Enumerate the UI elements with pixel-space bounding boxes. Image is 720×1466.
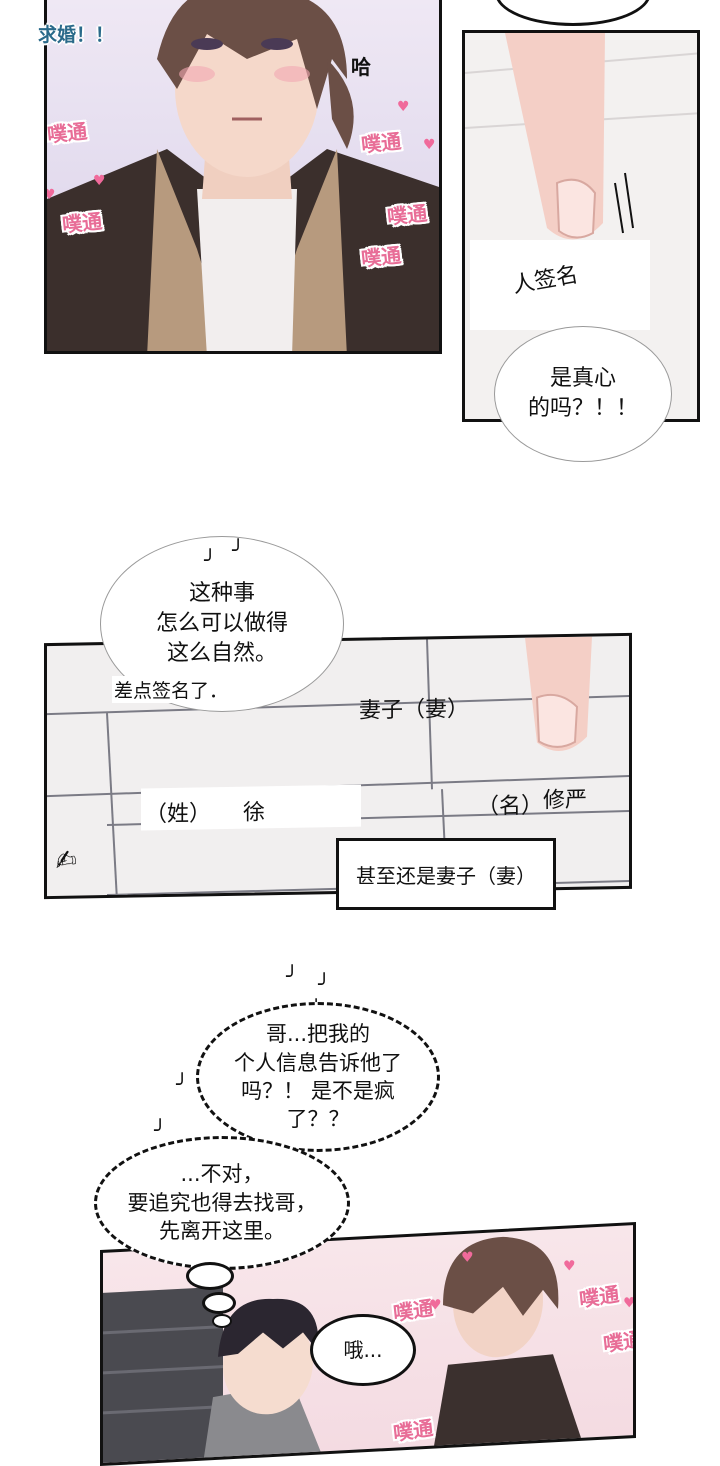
tick-mark: ╯ bbox=[154, 1118, 167, 1142]
panel-finger-signature bbox=[462, 30, 700, 422]
field-surname-value: 徐 bbox=[243, 800, 266, 826]
tick-mark: ╯ bbox=[318, 972, 331, 996]
bubble-info-line2: 个人信息告诉他了 bbox=[234, 1050, 402, 1075]
thought-natural-line3: 这么自然。 bbox=[166, 640, 277, 666]
bubble-sincere-line1: 是真心 bbox=[549, 366, 616, 392]
thought-natural-line1: 这种事 bbox=[188, 581, 255, 607]
sfx-thump-2: 噗通 bbox=[61, 208, 104, 238]
man-illustration bbox=[47, 0, 439, 351]
heart-icon: ♥ bbox=[93, 173, 106, 189]
tick-mark: ╯ bbox=[204, 548, 217, 572]
panel-man-closeup: 噗通 噗通 噗通 噗通 噗通 哈 ♥ ♥ ♥ ♥ bbox=[44, 0, 442, 354]
caption-proposal: 求婚！！ bbox=[38, 24, 115, 46]
panel-two-characters: 噗通 噗通 噗通 噗通 ♥ ♥ ♥ ♥ bbox=[100, 1221, 636, 1466]
panel-form: 妻子（妻） （姓） 徐 （名） 修严 ✍ bbox=[44, 632, 632, 900]
sfx-ha: 哈 bbox=[351, 55, 371, 79]
thought-dot-2 bbox=[202, 1292, 236, 1314]
heart-icon: ♥ bbox=[44, 187, 56, 203]
sfx-thump-3: 噗通 bbox=[360, 128, 403, 158]
sfx-thump-5: 噗通 bbox=[360, 242, 403, 272]
caption-even-wife: 甚至还是妻子（妻） bbox=[336, 838, 556, 910]
sfx-thump-1: 噗通 bbox=[46, 118, 89, 148]
heart-icon: ♥ bbox=[563, 1258, 576, 1275]
bubble-wrong-line3: 先离开这里。 bbox=[159, 1219, 285, 1244]
caption-almost-signed: 差点签名了． bbox=[112, 676, 231, 703]
heart-icon: ♥ bbox=[423, 137, 436, 153]
bubble-info-line4: 了？？ bbox=[286, 1107, 350, 1132]
bubble-info-line1: 哥...把我的 bbox=[265, 1022, 371, 1047]
sfx-thump-6: 噗通 bbox=[392, 1295, 435, 1326]
field-surname-label: （姓） bbox=[145, 801, 212, 828]
bubble-fragment bbox=[495, 0, 651, 26]
finger-illustration bbox=[465, 33, 697, 240]
heart-icon: ♥ bbox=[461, 1249, 474, 1267]
tick-mark: ╯ bbox=[176, 1072, 189, 1096]
field-given-value: 修严 bbox=[543, 787, 588, 814]
heart-icon: ♥ bbox=[397, 99, 410, 115]
field-wife-label: 妻子（妻） bbox=[359, 696, 470, 724]
bubble-oh: 哦... bbox=[310, 1314, 416, 1386]
bubble-wrong-line1: ...不对， bbox=[180, 1162, 264, 1187]
sfx-thump-4: 噗通 bbox=[386, 200, 429, 230]
sfx-thump-8: 噗通 bbox=[602, 1326, 636, 1357]
label-bg bbox=[470, 240, 650, 330]
characters-illustration bbox=[103, 1236, 583, 1466]
tick-mark: ╯ bbox=[286, 964, 299, 988]
bubble-sincere: 是真心 的吗？！！ bbox=[498, 330, 668, 458]
field-given-label: （名） bbox=[477, 793, 544, 820]
bubble-info-line3: 吗？！ 是不是疯 bbox=[241, 1079, 395, 1103]
signature-scribble: ✍ bbox=[53, 844, 79, 878]
heart-icon: ♥ bbox=[429, 1297, 442, 1314]
sfx-thump-9: 噗通 bbox=[392, 1415, 435, 1446]
bubble-wrong-line2: 要追究也得去找哥， bbox=[127, 1190, 317, 1215]
heart-icon: ♥ bbox=[623, 1294, 636, 1312]
thought-dot-1 bbox=[186, 1262, 234, 1290]
bubble-sincere-line2: 的吗？！！ bbox=[527, 396, 638, 421]
bubble-wrong-way: ...不对， 要追究也得去找哥， 先离开这里。 bbox=[94, 1136, 350, 1270]
thought-dot-3 bbox=[212, 1314, 232, 1328]
tick-mark: ╯ bbox=[232, 538, 245, 562]
thought-natural-line2: 怎么可以做得 bbox=[155, 611, 288, 637]
bubble-personal-info: 哥...把我的 个人信息告诉他了 吗？！ 是不是疯 了？？ bbox=[196, 1002, 440, 1152]
